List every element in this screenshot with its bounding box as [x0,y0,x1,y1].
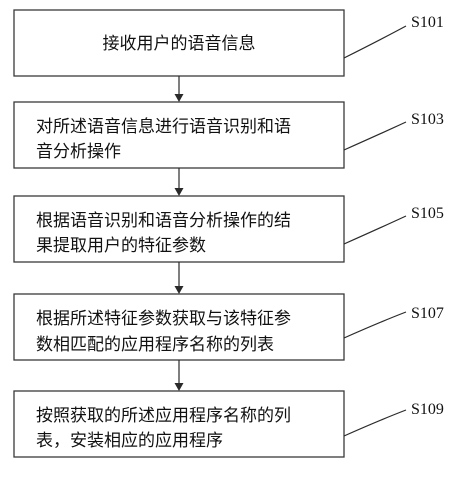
step-s109: 按照获取的所述应用程序名称的列 表，安装相应的应用程序 S109 [13,390,444,458]
step-s109-leader [343,409,407,437]
step-s101-leader [343,25,407,59]
step-s105-line-2: 果提取用户的特征参数 [36,236,206,256]
step-s109-line-2: 表，安装相应的应用程序 [36,431,223,451]
step-s105: 根据语音识别和语音分析操作的结 果提取用户的特征参数 S105 [13,195,444,263]
step-s101-text: 接收用户的语音信息 [103,34,256,54]
step-s103-line-2: 音分析操作 [36,142,121,162]
step-s101-line-1: 接收用户的语音信息 [103,34,256,54]
step-s101: 接收用户的语音信息 S101 [13,9,444,77]
step-s107-line-1: 根据所述特征参数获取与该特征参 [36,309,291,329]
step-s105-label: S105 [411,205,444,222]
step-s107-leader [343,311,407,339]
step-s107-box [13,293,345,361]
step-s103-leader [343,121,407,151]
step-s103: 对所述语音信息进行语音识别和语 音分析操作 S103 [13,101,444,169]
step-s105-box [13,195,345,263]
arrowhead-s107-s109 [174,383,184,391]
step-s109-line-1: 按照获取的所述应用程序名称的列 [36,406,291,426]
arrowhead-s105-s107 [174,286,184,294]
arrowhead-s103-s105 [174,188,184,196]
step-s105-text: 根据语音识别和语音分析操作的结 果提取用户的特征参数 [36,211,296,256]
step-s107-label: S107 [411,305,444,322]
step-s103-box [13,101,345,169]
step-s107-line-2: 数相匹配的应用程序名称的列表 [36,335,274,355]
step-s103-line-1: 对所述语音信息进行语音识别和语 [36,117,291,137]
step-s103-text: 对所述语音信息进行语音识别和语 音分析操作 [36,117,296,162]
step-s103-label: S103 [411,111,444,128]
step-s101-label: S101 [411,14,444,31]
step-s107-text: 根据所述特征参数获取与该特征参 数相匹配的应用程序名称的列表 [36,309,296,355]
step-s109-text: 按照获取的所述应用程序名称的列 表，安装相应的应用程序 [36,406,296,451]
step-s109-box [13,390,345,458]
step-s101-box [13,9,345,77]
arrowhead-s101-s103 [174,94,184,102]
step-s105-leader [343,215,407,245]
step-s109-label: S109 [411,401,444,418]
step-s105-line-1: 根据语音识别和语音分析操作的结 [36,211,291,231]
step-s107: 根据所述特征参数获取与该特征参 数相匹配的应用程序名称的列表 S107 [13,293,444,361]
